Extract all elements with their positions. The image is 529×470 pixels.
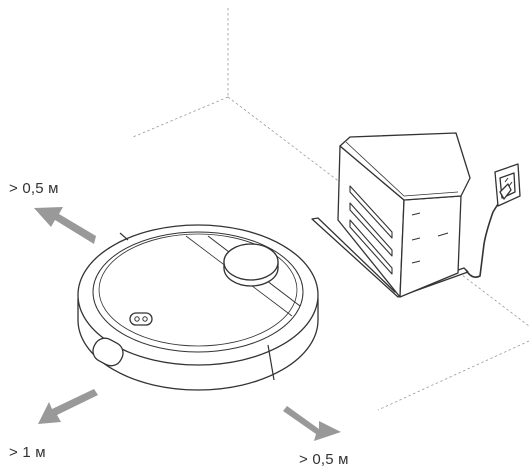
room-guides [132,8,529,411]
charging-dock-icon [311,132,471,298]
floor-left-line [132,96,229,138]
floor-front-line [377,340,529,411]
control-buttons [129,312,153,326]
floor-right-line [227,96,529,327]
clearance-label-top-left: > 0,5 м [9,180,59,197]
bumper-split-front [267,344,275,381]
bumper-split-top [119,232,129,241]
clearance-label-bottom-left: > 1 м [9,444,46,461]
robot-vacuum-icon [77,224,319,391]
power-plug-icon [465,163,521,278]
arrow-icon [38,389,98,424]
arrow-icon [34,207,96,244]
clearance-label-bottom-right: > 0,5 м [299,451,349,468]
arrow-icon [283,406,341,441]
clearance-arrows [34,207,341,441]
front-sensor-window [92,337,124,367]
